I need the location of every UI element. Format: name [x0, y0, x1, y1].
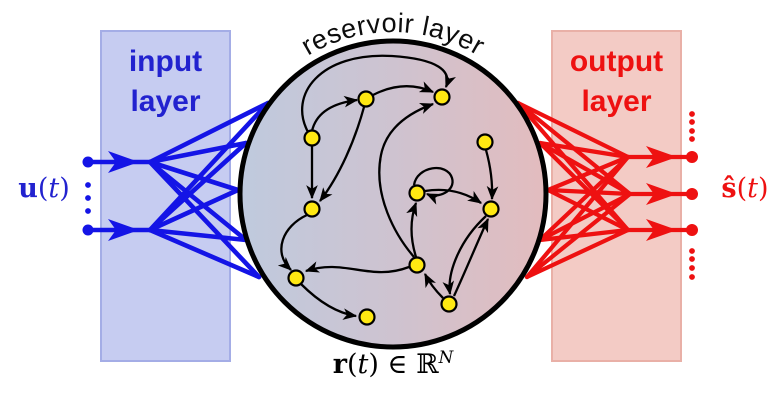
- input-arrowhead: [108, 219, 139, 241]
- input-connection-line: [147, 100, 271, 165]
- input-connection-line: [147, 187, 241, 233]
- reservoir-node: [440, 295, 458, 313]
- output-ellipsis-dot: [689, 248, 695, 254]
- output-layer-label-line1: output: [569, 45, 664, 78]
- input-connection-line: [147, 140, 249, 233]
- reservoir-edge: [406, 201, 418, 258]
- output-connection-line: [545, 187, 631, 233]
- reservoir-nodes: [287, 88, 500, 326]
- output-node-dot: [686, 151, 698, 163]
- input-layer-label-line1: input: [128, 45, 203, 78]
- reservoir-edge: [484, 149, 499, 201]
- reservoir-node: [358, 308, 376, 326]
- output-arrowhead: [646, 219, 677, 241]
- output-ellipsis-dot: [689, 119, 695, 125]
- input-ellipsis-dot: [85, 208, 91, 214]
- reservoir-edge: [423, 272, 444, 299]
- output-layer-label-line2: layer: [581, 85, 652, 118]
- reservoir-edge: [424, 188, 482, 204]
- reservoir-node: [476, 133, 494, 151]
- output-signal-label: ŝ(t): [721, 173, 769, 204]
- reservoir-node: [408, 184, 426, 202]
- output-arrowhead: [646, 146, 677, 168]
- input-layer-label: input layer: [101, 42, 230, 122]
- output-layer-label: output layer: [552, 42, 681, 122]
- reservoir-edge: [277, 213, 308, 271]
- input-arrowhead: [108, 151, 139, 173]
- output-connection-line: [537, 140, 631, 160]
- output-ellipsis-dot: [689, 274, 695, 280]
- input-connection-line: [147, 159, 241, 193]
- input-connection-line: [147, 159, 249, 243]
- reservoir-node: [408, 256, 426, 274]
- input-layer-box: [100, 30, 231, 362]
- reservoir-edge: [412, 166, 454, 205]
- input-node-dot: [82, 156, 94, 168]
- input-connection-line: [147, 159, 262, 280]
- reservoir-node: [482, 200, 500, 218]
- output-connection-line: [537, 154, 631, 243]
- output-ellipsis-dot: [689, 256, 695, 262]
- input-connection-line: [147, 227, 262, 280]
- reservoir-node: [303, 200, 321, 218]
- output-arrowhead: [646, 183, 677, 205]
- reservoir-edge: [372, 81, 435, 97]
- output-node-dot: [686, 224, 698, 236]
- output-connection-line: [524, 154, 631, 280]
- reservoir-edge: [378, 102, 435, 258]
- input-layer-label-line2: layer: [130, 85, 201, 118]
- input-ellipsis-dot: [85, 195, 91, 201]
- output-ellipsis-dot: [689, 128, 695, 134]
- input-connection-line: [147, 227, 249, 243]
- input-signal-symbol: u: [18, 173, 38, 204]
- output-ellipsis-dot: [689, 265, 695, 271]
- state-symbol: r: [332, 349, 347, 380]
- input-connection-line: [147, 100, 271, 233]
- output-connection-line: [537, 140, 631, 233]
- reservoir-edge: [301, 54, 456, 133]
- input-connections: [82, 100, 271, 280]
- output-ellipsis-dot: [689, 111, 695, 117]
- output-ellipsis-dot: [689, 136, 695, 142]
- output-signal-symbol: ŝ: [721, 173, 737, 204]
- reservoir-edges: [277, 54, 499, 320]
- reservoir-edge: [319, 106, 366, 202]
- output-connection-line: [545, 154, 631, 193]
- input-signal-label: u(t): [18, 173, 70, 204]
- reservoir-edge: [310, 95, 359, 132]
- output-connection-line: [524, 227, 631, 280]
- output-connection-line: [537, 140, 633, 197]
- reservoir-node: [433, 88, 451, 106]
- output-connections: [515, 100, 698, 280]
- reservoir-node: [357, 90, 375, 108]
- output-node-dot: [686, 188, 698, 200]
- output-connection-line: [515, 100, 631, 160]
- reservoir-state-label: r(t) ∈ ℝN: [332, 347, 454, 380]
- reservoir-edge: [304, 261, 410, 274]
- reservoir-edge: [452, 217, 490, 297]
- output-connection-line: [537, 191, 633, 243]
- input-node-dot: [82, 224, 94, 236]
- output-connection-line: [524, 191, 633, 280]
- input-ellipsis-dot: [85, 182, 91, 188]
- reservoir-node: [287, 269, 305, 287]
- reservoir-edge: [300, 283, 358, 320]
- reservoir-node: [303, 129, 321, 147]
- output-connection-line: [537, 227, 631, 243]
